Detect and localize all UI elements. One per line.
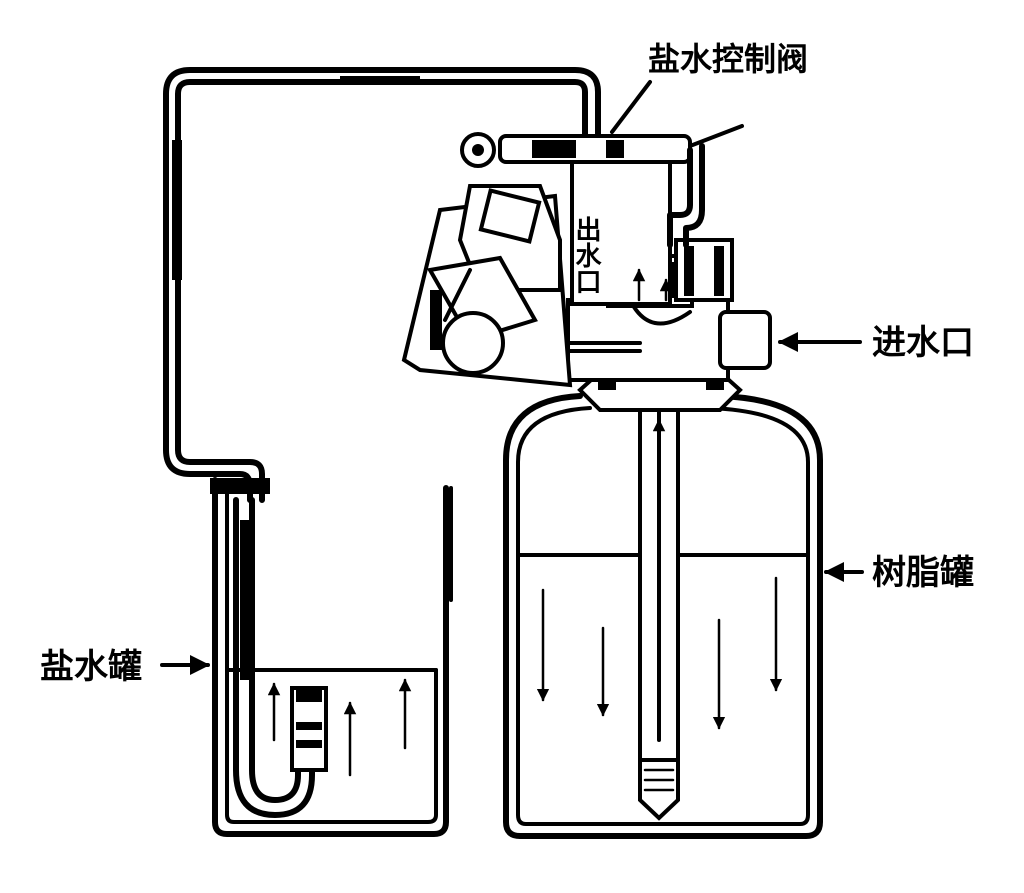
label-brine-tank: 盐水罐 bbox=[40, 647, 142, 687]
label-resin-tank: 树脂罐 bbox=[872, 553, 974, 593]
label-outlet: 出水口 bbox=[571, 216, 601, 294]
brine-pipe bbox=[163, 67, 601, 503]
control-valve-head bbox=[438, 132, 772, 412]
brine-tank bbox=[210, 477, 453, 837]
label-pointers bbox=[160, 80, 864, 675]
label-brine-control-valve: 盐水控制阀 bbox=[648, 40, 808, 78]
resin-tank bbox=[503, 368, 823, 839]
timer-unit bbox=[401, 184, 573, 388]
label-inlet: 进水口 bbox=[872, 323, 974, 363]
